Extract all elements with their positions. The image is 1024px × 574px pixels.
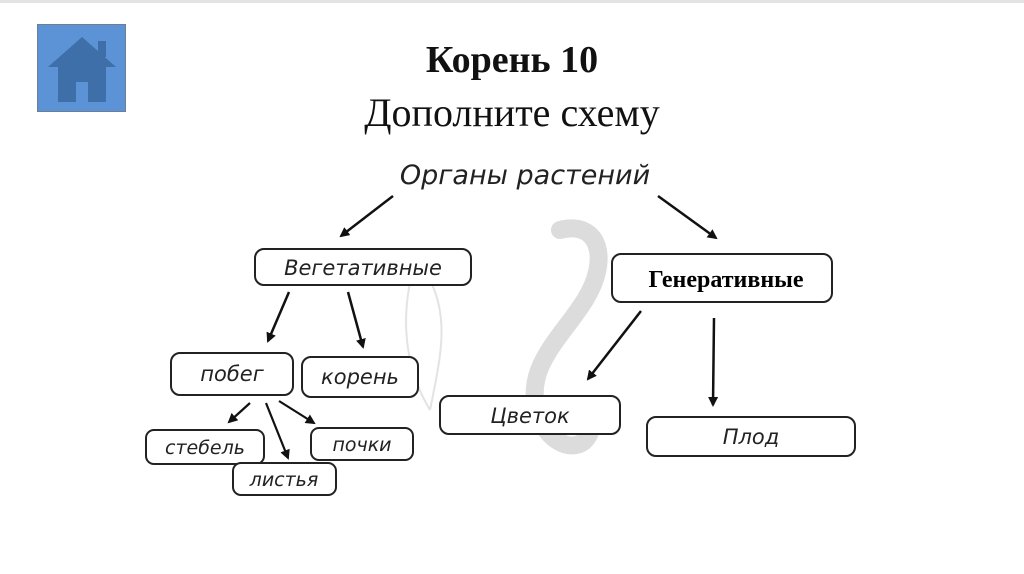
arrow-generative-to-flower	[586, 310, 642, 381]
arrow-root-to-generative	[657, 194, 718, 240]
arrow-root-to-vegetative	[339, 195, 394, 238]
arrow-shoot-to-buds	[278, 400, 316, 425]
stem-label: стебель	[165, 437, 245, 459]
fruit-node: Плод	[646, 416, 856, 457]
shoot-label: побег	[200, 362, 264, 386]
home-button[interactable]	[37, 24, 126, 112]
arrow-vegetative-to-root	[346, 291, 366, 349]
generative-label: Генеративные	[648, 267, 803, 293]
flower-node: Цветок	[439, 395, 621, 435]
arrow-shoot-to-leaves	[264, 402, 290, 460]
arrow-vegetative-to-shoot	[266, 291, 291, 343]
root-label: Органы растений	[400, 160, 650, 191]
leaves-label: листья	[249, 469, 319, 491]
root-organ-label: корень	[321, 365, 399, 389]
page-title: Корень 10	[425, 39, 599, 81]
buds-label: почки	[332, 434, 391, 456]
arrow-shoot-to-stem	[227, 402, 251, 424]
arrow-generative-to-fruit	[708, 317, 719, 407]
page-subtitle: Дополните схему	[364, 90, 660, 135]
leaves-node: листья	[232, 462, 337, 496]
buds-node: почки	[310, 427, 414, 461]
home-icon	[48, 37, 116, 102]
stem-node: стебель	[145, 429, 265, 465]
vegetative-node: Вегетативные	[254, 248, 472, 286]
vegetative-label: Вегетативные	[284, 256, 442, 280]
top-divider	[0, 0, 1024, 3]
generative-node: Генеративные	[611, 253, 833, 303]
root-organ-node: корень	[301, 356, 419, 398]
fruit-label: Плод	[723, 425, 780, 449]
shoot-node: побег	[170, 352, 294, 396]
flower-label: Цветок	[490, 404, 570, 428]
